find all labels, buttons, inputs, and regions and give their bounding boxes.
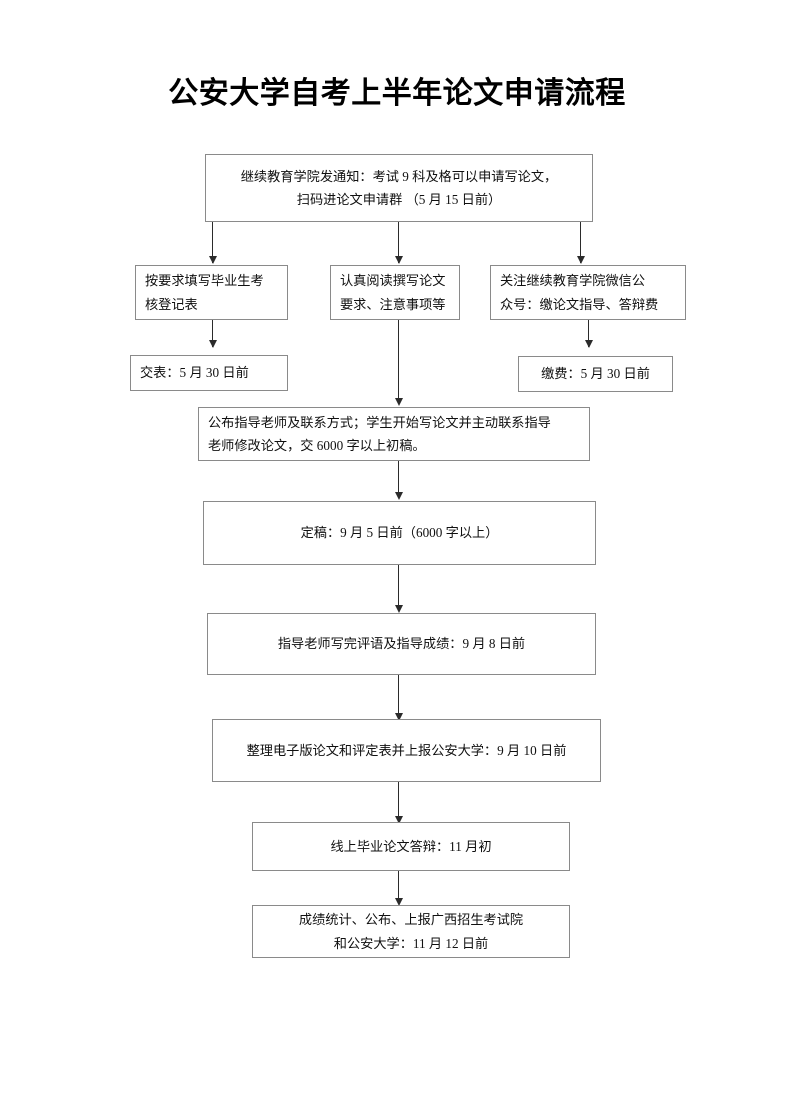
node-pay-fee[interactable]: 缴费：5 月 30 日前 <box>518 356 673 392</box>
arrowhead-final-draft-to-advisor-comment <box>394 605 403 613</box>
connector-final-draft-to-advisor-comment <box>398 565 399 611</box>
connector-advisor-to-final-draft <box>398 461 399 498</box>
node-advisor-comment[interactable]: 指导老师写完评语及指导成绩：9 月 8 日前 <box>207 613 596 675</box>
node-final-draft-line-1: 定稿：9 月 5 日前（6000 字以上） <box>300 525 499 541</box>
node-advisor-line-2: 老师修改论文，交 6000 字以上初稿。 <box>208 438 426 453</box>
node-read[interactable]: 认真阅读撰写论文 要求、注意事项等 <box>330 265 460 320</box>
node-wechat-line-2: 众号：缴论文指导、答辩费 <box>500 296 659 312</box>
node-submit-form-line-1: 交表：5 月 30 日前 <box>140 365 249 381</box>
connector-online-defense-to-report-results <box>398 871 399 904</box>
node-final-draft[interactable]: 定稿：9 月 5 日前（6000 字以上） <box>203 501 596 565</box>
arrowhead-notice-to-wechat <box>576 256 585 264</box>
node-notice[interactable]: 继续教育学院发通知：考试 9 科及格可以申请写论文， 扫码进论文申请群 （5 月… <box>205 154 593 222</box>
node-compile-upload-line-1: 整理电子版论文和评定表并上报公安大学：9 月 10 日前 <box>246 742 567 758</box>
node-advisor-comment-line-1: 指导老师写完评语及指导成绩：9 月 8 日前 <box>277 636 526 652</box>
arrowhead-notice-to-form <box>208 256 217 264</box>
arrowhead-form-to-submit-form <box>208 340 217 348</box>
node-form-line-2: 核登记表 <box>145 296 198 312</box>
arrowhead-notice-to-read <box>394 256 403 264</box>
node-notice-line-1: 继续教育学院发通知：考试 9 科及格可以申请写论文， <box>240 168 558 184</box>
node-report-results-line-1: 成绩统计、公布、上报广西招生考试院 <box>298 912 524 928</box>
connector-read-to-advisor <box>398 320 399 404</box>
connector-notice-to-read <box>398 222 399 263</box>
node-advisor-line-1: 公布指导老师及联系方式；学生开始写论文并主动联系指导 <box>208 414 551 430</box>
connector-compile-upload-to-online-defense <box>398 782 399 822</box>
connector-form-to-submit-form <box>212 320 213 347</box>
node-submit-form[interactable]: 交表：5 月 30 日前 <box>130 355 288 391</box>
arrowhead-advisor-to-final-draft <box>394 492 403 500</box>
node-report-results[interactable]: 成绩统计、公布、上报广西招生考试院 和公安大学：11 月 12 日前 <box>252 905 570 958</box>
connector-advisor-comment-to-compile-upload <box>398 675 399 719</box>
arrowhead-compile-upload-to-online-defense <box>394 816 403 824</box>
node-read-line-2: 要求、注意事项等 <box>340 296 446 312</box>
arrowhead-advisor-comment-to-compile-upload <box>394 713 403 721</box>
arrowhead-read-to-advisor <box>394 398 403 406</box>
node-wechat[interactable]: 关注继续教育学院微信公 众号：缴论文指导、答辩费 <box>490 265 686 320</box>
node-pay-fee-line-1: 缴费：5 月 30 日前 <box>541 366 650 382</box>
node-online-defense[interactable]: 线上毕业论文答辩：11 月初 <box>252 822 570 871</box>
connector-notice-to-wechat <box>580 222 581 263</box>
arrowhead-online-defense-to-report-results <box>394 898 403 906</box>
arrowhead-wechat-to-pay-fee <box>584 340 593 348</box>
node-online-defense-line-1: 线上毕业论文答辩：11 月初 <box>330 838 492 854</box>
node-notice-line-2: 扫码进论文申请群 （5 月 15 日前） <box>296 192 502 207</box>
node-read-line-1: 认真阅读撰写论文 <box>340 273 446 289</box>
node-compile-upload[interactable]: 整理电子版论文和评定表并上报公安大学：9 月 10 日前 <box>212 719 601 782</box>
connector-notice-to-form <box>212 222 213 263</box>
node-wechat-line-1: 关注继续教育学院微信公 <box>500 273 646 289</box>
connector-wechat-to-pay-fee <box>588 320 589 347</box>
page-title: 公安大学自考上半年论文申请流程 <box>168 77 626 110</box>
node-form-line-1: 按要求填写毕业生考 <box>145 273 264 289</box>
node-form[interactable]: 按要求填写毕业生考 核登记表 <box>135 265 288 320</box>
node-advisor[interactable]: 公布指导老师及联系方式；学生开始写论文并主动联系指导 老师修改论文，交 6000… <box>198 407 590 461</box>
node-report-results-line-2: 和公安大学：11 月 12 日前 <box>333 935 489 951</box>
